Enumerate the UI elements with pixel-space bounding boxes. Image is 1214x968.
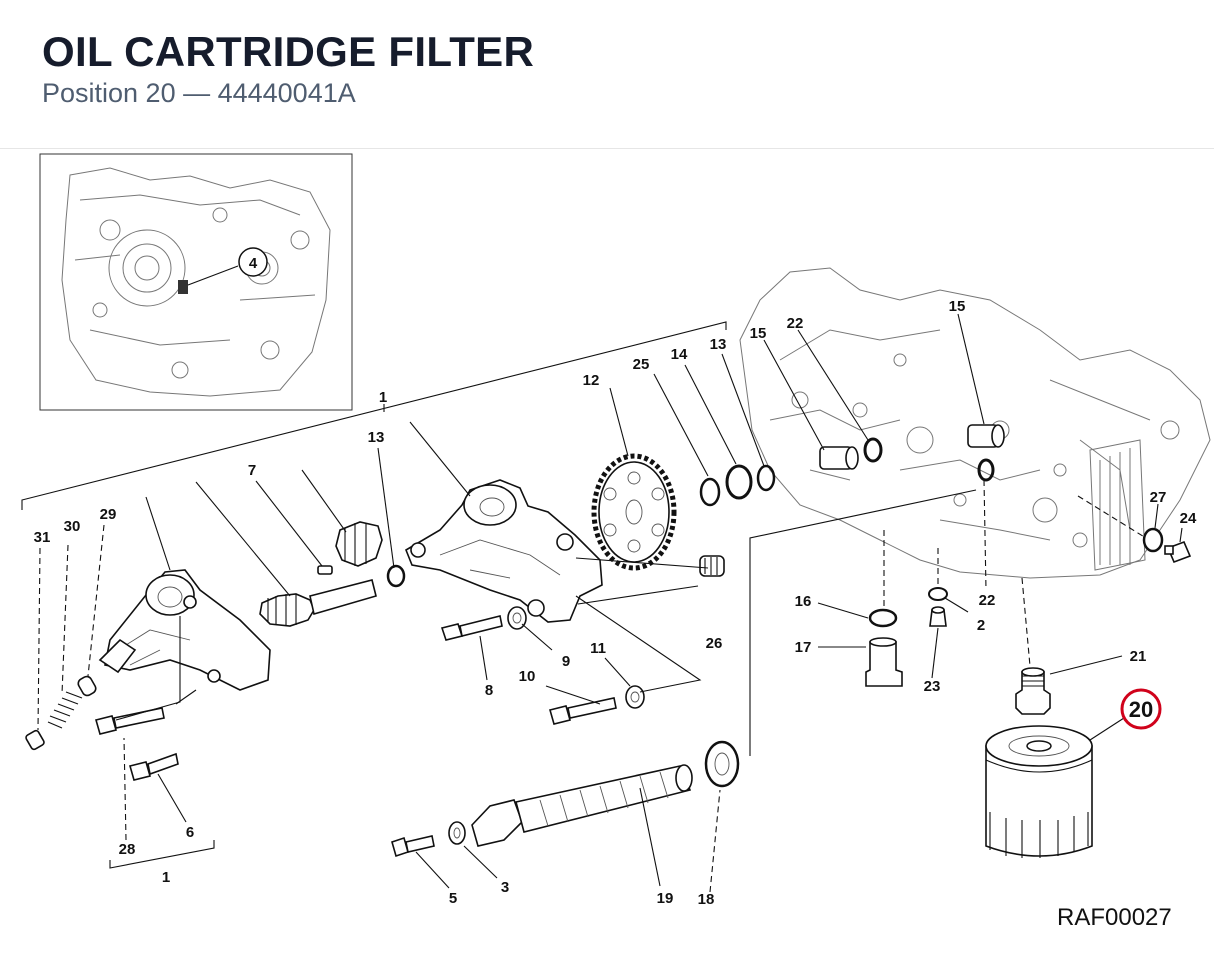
callout-11: 11	[590, 640, 606, 657]
filter-nipple	[1015, 667, 1051, 715]
gear-washers	[699, 464, 776, 577]
pump-body	[405, 479, 603, 623]
leader-lines	[21, 313, 1183, 893]
callout-10: 10	[519, 668, 536, 685]
oil-strainer	[391, 740, 740, 858]
callout-30: 30	[64, 518, 81, 535]
callout-24: 24	[1180, 510, 1197, 527]
drawing-code: RAF00027	[1057, 904, 1172, 931]
callout-9: 9	[562, 653, 570, 670]
oil-cartridge-filter[interactable]	[985, 725, 1093, 858]
header: OIL CARTRIDGE FILTER Position 20 — 44440…	[0, 0, 1214, 149]
callout-16: 16	[795, 593, 812, 610]
callout-20: 20	[1129, 697, 1153, 722]
screws-and-washers	[95, 606, 645, 781]
callout-29: 29	[100, 506, 117, 523]
callout-25: 25	[633, 356, 650, 373]
callout-26: 26	[706, 635, 723, 652]
callout-3: 3	[501, 879, 509, 896]
callout-8: 8	[485, 682, 493, 699]
relief-valve-parts	[25, 675, 97, 751]
callout-12: 12	[583, 372, 600, 389]
callout-5: 5	[449, 890, 457, 907]
callout-7: 7	[248, 462, 256, 479]
callout-1-bottom: 1	[162, 869, 170, 886]
callout-labels: 1 1 2 3 5 6 7 8 9 10 11 12 13 13 14 15 1…	[34, 298, 1197, 908]
crankcase	[739, 267, 1211, 579]
page-title: OIL CARTRIDGE FILTER	[42, 28, 535, 75]
callout-15-right: 15	[949, 298, 966, 315]
callout-13-left: 13	[368, 429, 385, 446]
callout-27: 27	[1150, 489, 1167, 506]
pump-shaft-rotors	[259, 521, 406, 627]
page-subtitle: Position 20 — 44440041A	[42, 78, 356, 108]
callout-13-right: 13	[710, 336, 727, 353]
drive-gear	[591, 453, 677, 571]
callout-2: 2	[977, 617, 985, 634]
callout-31: 31	[34, 529, 51, 546]
callout-22-right: 22	[979, 592, 996, 609]
callout-15-left: 15	[750, 325, 767, 342]
callout-21: 21	[1130, 648, 1147, 665]
callout-14: 14	[671, 346, 688, 363]
callout-28: 28	[119, 841, 136, 858]
callout-19: 19	[657, 890, 674, 907]
callout-17: 17	[795, 639, 812, 656]
plugs-16-17-23	[865, 527, 1192, 687]
callout-20-highlight[interactable]: 20	[1120, 688, 1162, 730]
callout-1-top: 1	[379, 389, 387, 406]
inset-callout-label: 4	[249, 255, 258, 272]
callout-23: 23	[924, 678, 941, 695]
inset-view: 4	[39, 153, 353, 411]
callout-22-top: 22	[787, 315, 804, 332]
callout-18: 18	[698, 891, 715, 908]
oil-pump-cover	[98, 569, 271, 691]
highlight-ring	[1120, 688, 1162, 730]
exploded-parts-diagram: 4	[21, 153, 1211, 908]
callout-6: 6	[186, 824, 194, 841]
